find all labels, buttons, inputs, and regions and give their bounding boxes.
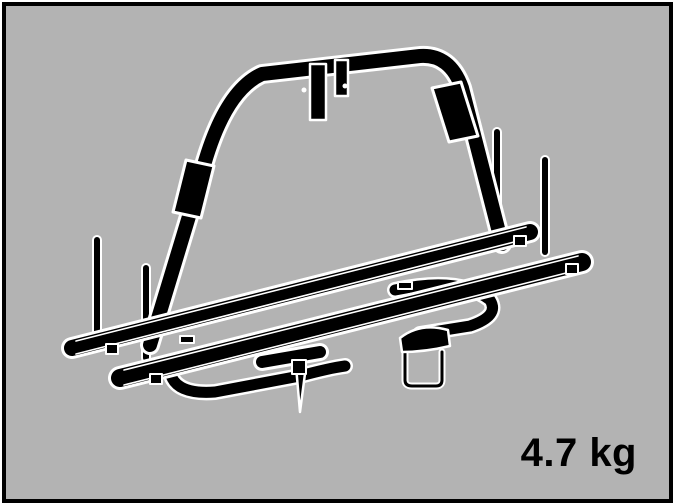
bottom-bracket (398, 326, 452, 390)
weight-label: 4.7 kg (520, 431, 637, 475)
arch-frame (140, 45, 512, 355)
foam-grips (171, 80, 480, 220)
rail-end-caps (105, 235, 579, 385)
rear-rail (61, 221, 541, 359)
front-rail (108, 250, 594, 390)
top-clamp (301, 58, 350, 122)
lower-loop-frame (162, 276, 501, 401)
front-strap-holder (253, 343, 329, 414)
